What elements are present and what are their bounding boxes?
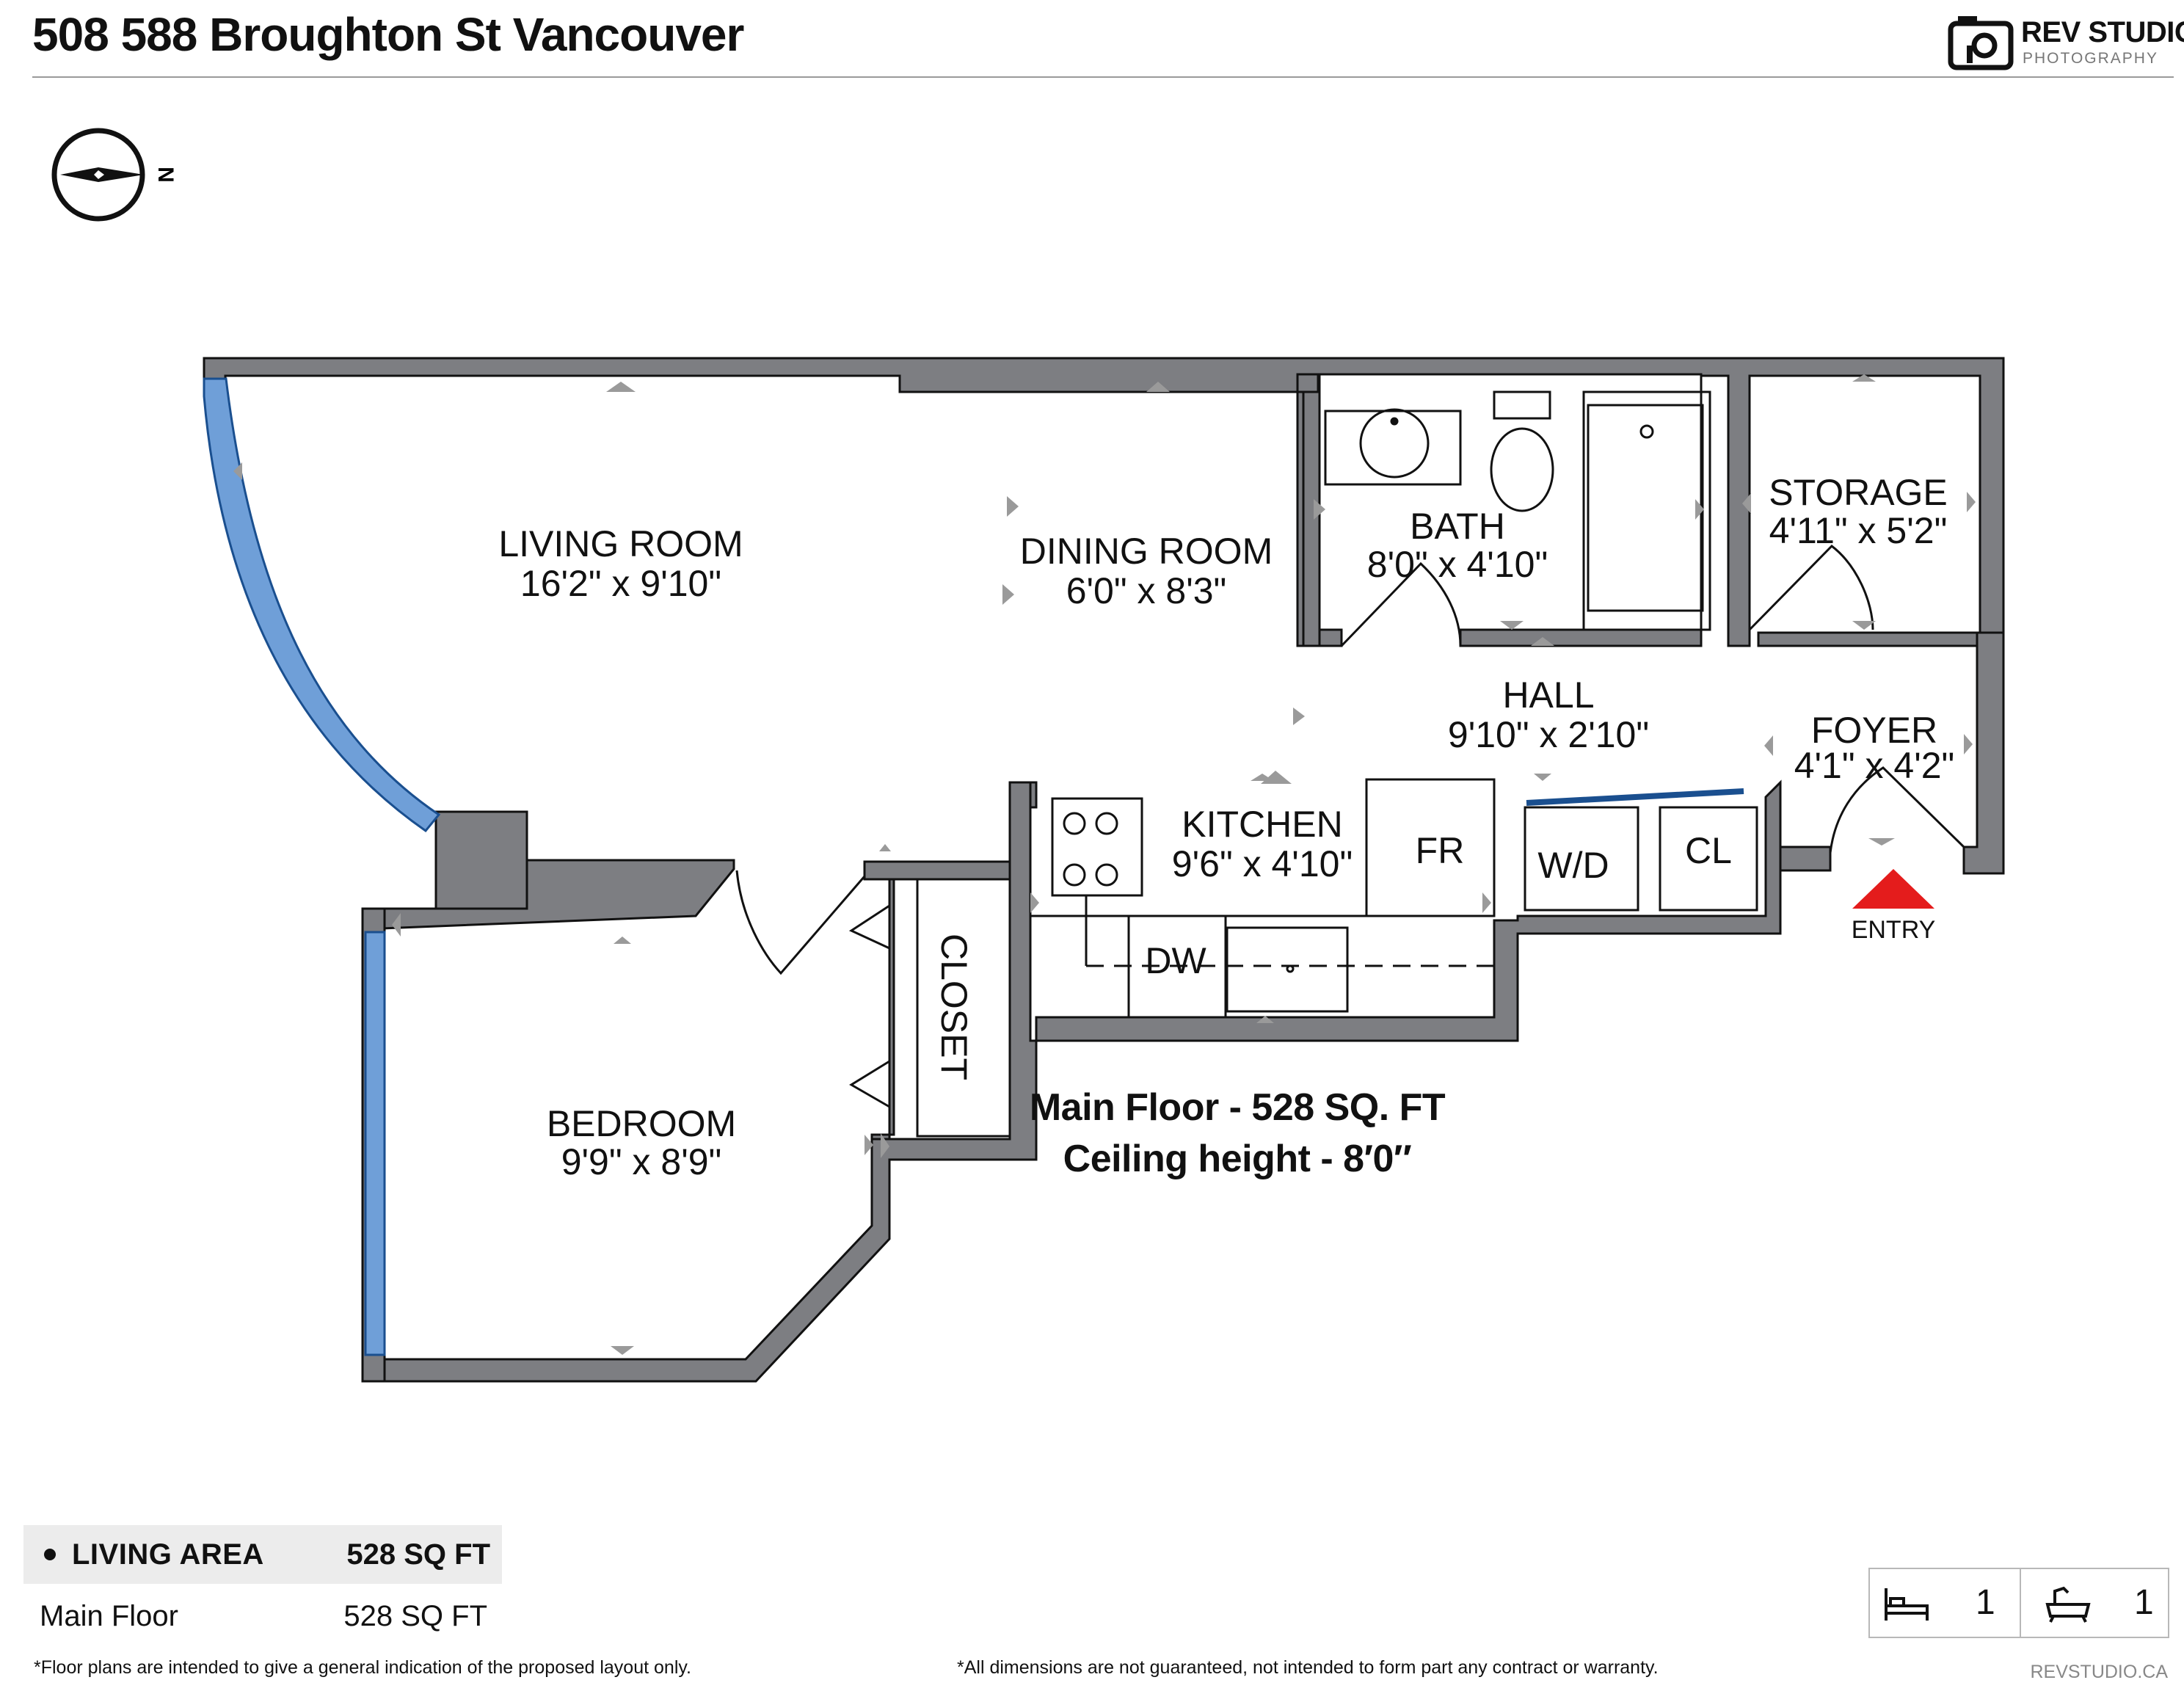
hall-kitchen-wall — [1029, 781, 1038, 809]
north-label: N — [153, 167, 178, 183]
footnote-layout: *Floor plans are intended to give a gene… — [34, 1657, 691, 1678]
kitchen-name: KITCHEN — [1182, 804, 1342, 845]
foyer-stub-wall — [1779, 846, 1832, 872]
kitchen-dims: 9'6" x 4'10" — [1172, 843, 1353, 884]
bedroom-closet-box — [916, 878, 1011, 1138]
bedroom-window — [364, 931, 386, 1356]
header-divider — [32, 76, 2174, 78]
closet-label: CLOSET — [933, 934, 975, 1080]
footnote-dimensions: *All dimensions are not guaranteed, not … — [957, 1657, 1659, 1678]
foyer-name: FOYER — [1811, 710, 1937, 751]
bullet-icon — [44, 1549, 56, 1560]
living-area-table: LIVING AREA 528 SQ FT Main Floor 528 SQ … — [23, 1525, 502, 1643]
hall-name: HALL — [1502, 674, 1594, 716]
living-room-dims: 16'2" x 9'10" — [520, 563, 721, 604]
bedroom-dims: 9'9" x 8'9" — [561, 1141, 722, 1182]
bath-dims: 8'0" x 4'10" — [1367, 544, 1548, 585]
dishwasher-label: DW — [1145, 940, 1206, 981]
foyer-door — [1829, 766, 1965, 854]
storage-dims: 4'11" x 5'2" — [1769, 510, 1948, 551]
ceiling-height-text: Ceiling height - 8′0″ — [1063, 1138, 1412, 1180]
room-counts: 1 1 — [1868, 1568, 2169, 1638]
website-link[interactable]: REVSTUDIO.CA — [2030, 1662, 2168, 1682]
kitchen-west-wall — [361, 781, 1038, 1383]
bath-west-wall — [1302, 390, 1321, 647]
dining-room-dims: 6'0" x 8'3" — [1066, 570, 1227, 611]
bathtub-icon — [2045, 1586, 2091, 1623]
room-interiors — [916, 390, 1758, 1138]
camera-icon — [1948, 16, 2014, 70]
foyer-dims: 4'1" x 4'2" — [1794, 745, 1955, 786]
wd-box — [1524, 806, 1639, 912]
bath-name: BATH — [1410, 506, 1505, 547]
entry-label: ENTRY — [1852, 916, 1936, 944]
living-room-name: LIVING ROOM — [498, 523, 743, 564]
living-area-value: 528 SQ FT — [346, 1538, 490, 1571]
door-swings — [735, 545, 1965, 1108]
brand-name: REV STUDIO — [2021, 16, 2184, 48]
kitchen-south-wall — [1035, 779, 1782, 1042]
entry-marker — [1852, 869, 1934, 909]
floor-area-text: Main Floor - 528 SQ. FT — [1029, 1086, 1446, 1129]
storage-name: STORAGE — [1769, 472, 1948, 513]
stove-box — [1051, 797, 1143, 897]
bath-sink — [1359, 408, 1430, 479]
bathtub — [1587, 404, 1704, 612]
compass-icon: N — [51, 128, 178, 222]
bedroom-north-wall — [361, 810, 735, 931]
appliance-details — [1063, 390, 1744, 973]
bath-tub-outer — [1582, 390, 1711, 631]
bath-door — [1340, 561, 1462, 647]
measure-markers — [233, 374, 1976, 1355]
bathroom-count: 1 — [2134, 1583, 2154, 1622]
east-wall — [1962, 631, 2005, 875]
living-area-header: LIVING AREA 528 SQ FT — [23, 1525, 502, 1584]
washer-dryer-label: W/D — [1537, 845, 1609, 886]
windows — [203, 377, 441, 1356]
small-closet-label: CL — [1685, 830, 1732, 871]
curved-window — [203, 377, 441, 833]
counts-divider — [2020, 1569, 2021, 1637]
bedroom-door — [735, 870, 866, 975]
page-title: 508 588 Broughton St Vancouver — [32, 8, 744, 61]
north-wall-outer — [203, 357, 2005, 875]
bath-vanity — [1324, 410, 1462, 486]
floor-summary: Main Floor - 528 SQ. FT Ceiling height -… — [722, 1082, 1752, 1185]
fridge-label: FR — [1416, 830, 1465, 871]
brand-tagline: PHOTOGRAPHY — [2023, 50, 2158, 67]
toilet — [1490, 427, 1554, 512]
floor-name: Main Floor — [40, 1600, 178, 1632]
sink-box — [1226, 926, 1349, 1013]
floor-area: 528 SQ FT — [343, 1600, 487, 1632]
bed-icon — [1885, 1588, 1929, 1621]
closet-doors — [848, 904, 890, 1108]
room-labels: LIVING ROOM 16'2" x 9'10" DINING ROOM 6'… — [498, 472, 1954, 1182]
living-area-label: LIVING AREA — [72, 1538, 264, 1571]
brand-logo: REV STUDIO PHOTOGRAPHY — [1948, 13, 2184, 72]
dw-box — [1127, 914, 1227, 1019]
storage-door — [1748, 545, 1874, 631]
bedroom-count: 1 — [1976, 1583, 1995, 1622]
dining-room-name: DINING ROOM — [1020, 531, 1273, 572]
pillar — [434, 810, 528, 910]
hall-dims: 9'10" x 2'10" — [1448, 714, 1649, 755]
table-row: Main Floor 528 SQ FT — [23, 1584, 502, 1643]
cl-box — [1659, 806, 1758, 912]
bedroom-name: BEDROOM — [547, 1103, 736, 1144]
walls — [203, 357, 2005, 1383]
closet-wall — [863, 860, 1011, 1141]
